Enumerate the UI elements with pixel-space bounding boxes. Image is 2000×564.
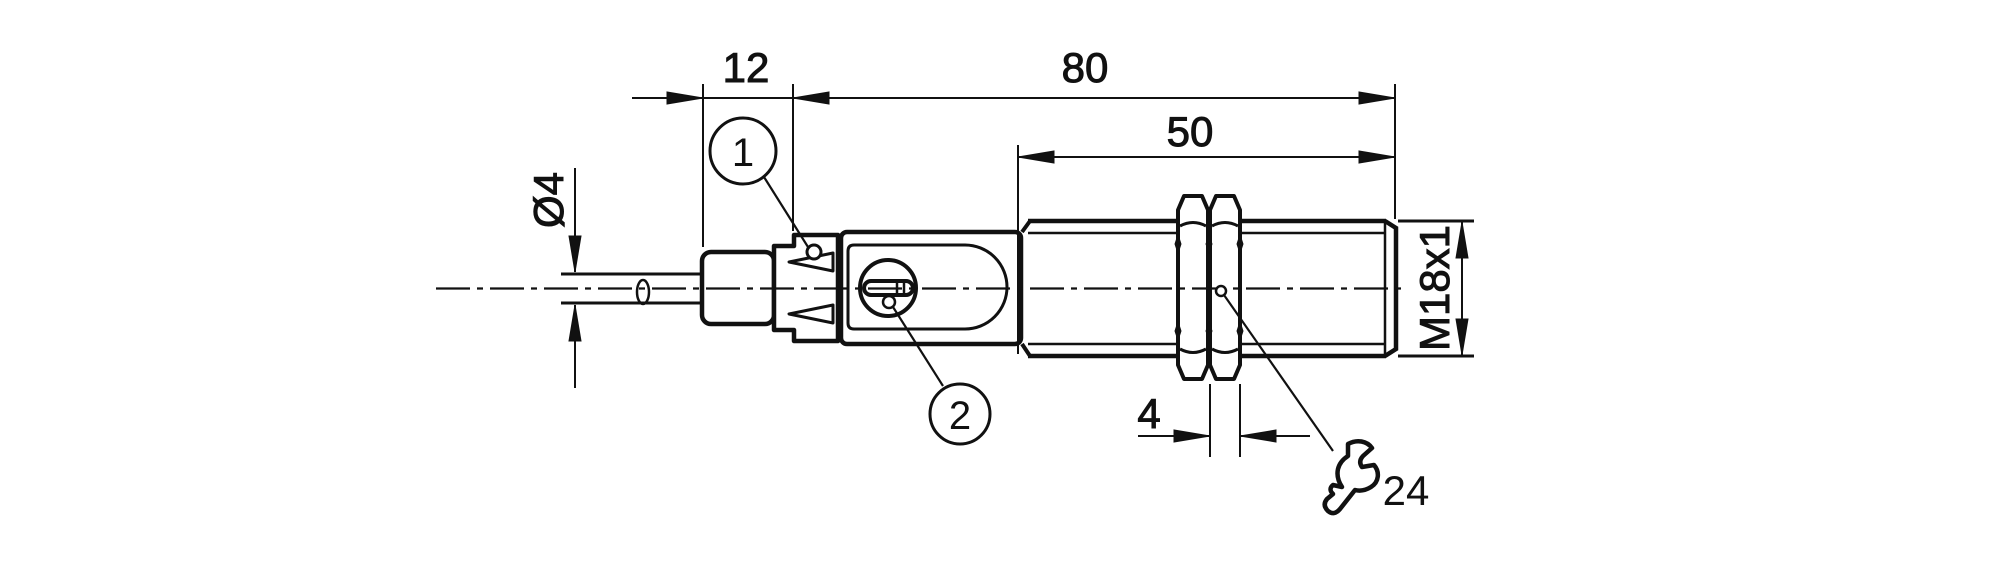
callout-balloon [708,116,778,186]
arrowhead [1173,429,1211,443]
arrowhead [568,235,582,273]
callout-1: 1 [708,116,823,261]
arrowhead [666,91,704,105]
wrench-size-annotation: 24 [1214,284,1430,516]
arrowhead [1239,429,1277,443]
cable-diameter-label: Ø4 [525,172,572,228]
callout-balloon [928,382,992,446]
arrowhead [792,91,830,105]
arrowhead [1455,221,1469,259]
dimension-12: 12 [632,44,794,247]
arrowhead [1455,318,1469,356]
dimension-thread-spec: M18x1 [1398,219,1474,358]
leader-dot [1214,284,1228,298]
dimension-nut-thickness: 4 [1137,384,1310,457]
leader-dot [805,243,823,261]
leader-dot [881,294,897,310]
thread-spec-label: M18x1 [1411,225,1458,351]
callout-2-label: 2 [949,394,971,438]
wrench-size-label: 24 [1383,467,1430,514]
dim-12-label: 12 [723,44,770,91]
arrowhead [568,304,582,342]
callout-2: 2 [881,294,992,446]
leader-line [763,176,809,248]
dim-80-label: 80 [1062,44,1109,91]
arrowhead [1358,150,1396,164]
cable [561,272,702,306]
nut-chamfer-arcs [1179,221,1239,354]
cable-boot-end [635,278,651,306]
leader-line [892,306,944,387]
nut-thickness-label: 4 [1137,390,1160,437]
arrowhead [1017,150,1055,164]
grip-notch-bottom [787,303,835,325]
wrench-icon [1322,438,1381,516]
dim-50-label: 50 [1167,108,1214,155]
dimension-80: 80 [792,44,1396,219]
arrowhead [1358,91,1396,105]
callout-1-label: 1 [732,131,754,175]
nut-face-junctions [1174,233,1244,342]
dimension-cable-diameter: Ø4 [525,168,582,388]
leader-line [1223,294,1334,452]
dimension-50: 50 [1017,108,1396,354]
